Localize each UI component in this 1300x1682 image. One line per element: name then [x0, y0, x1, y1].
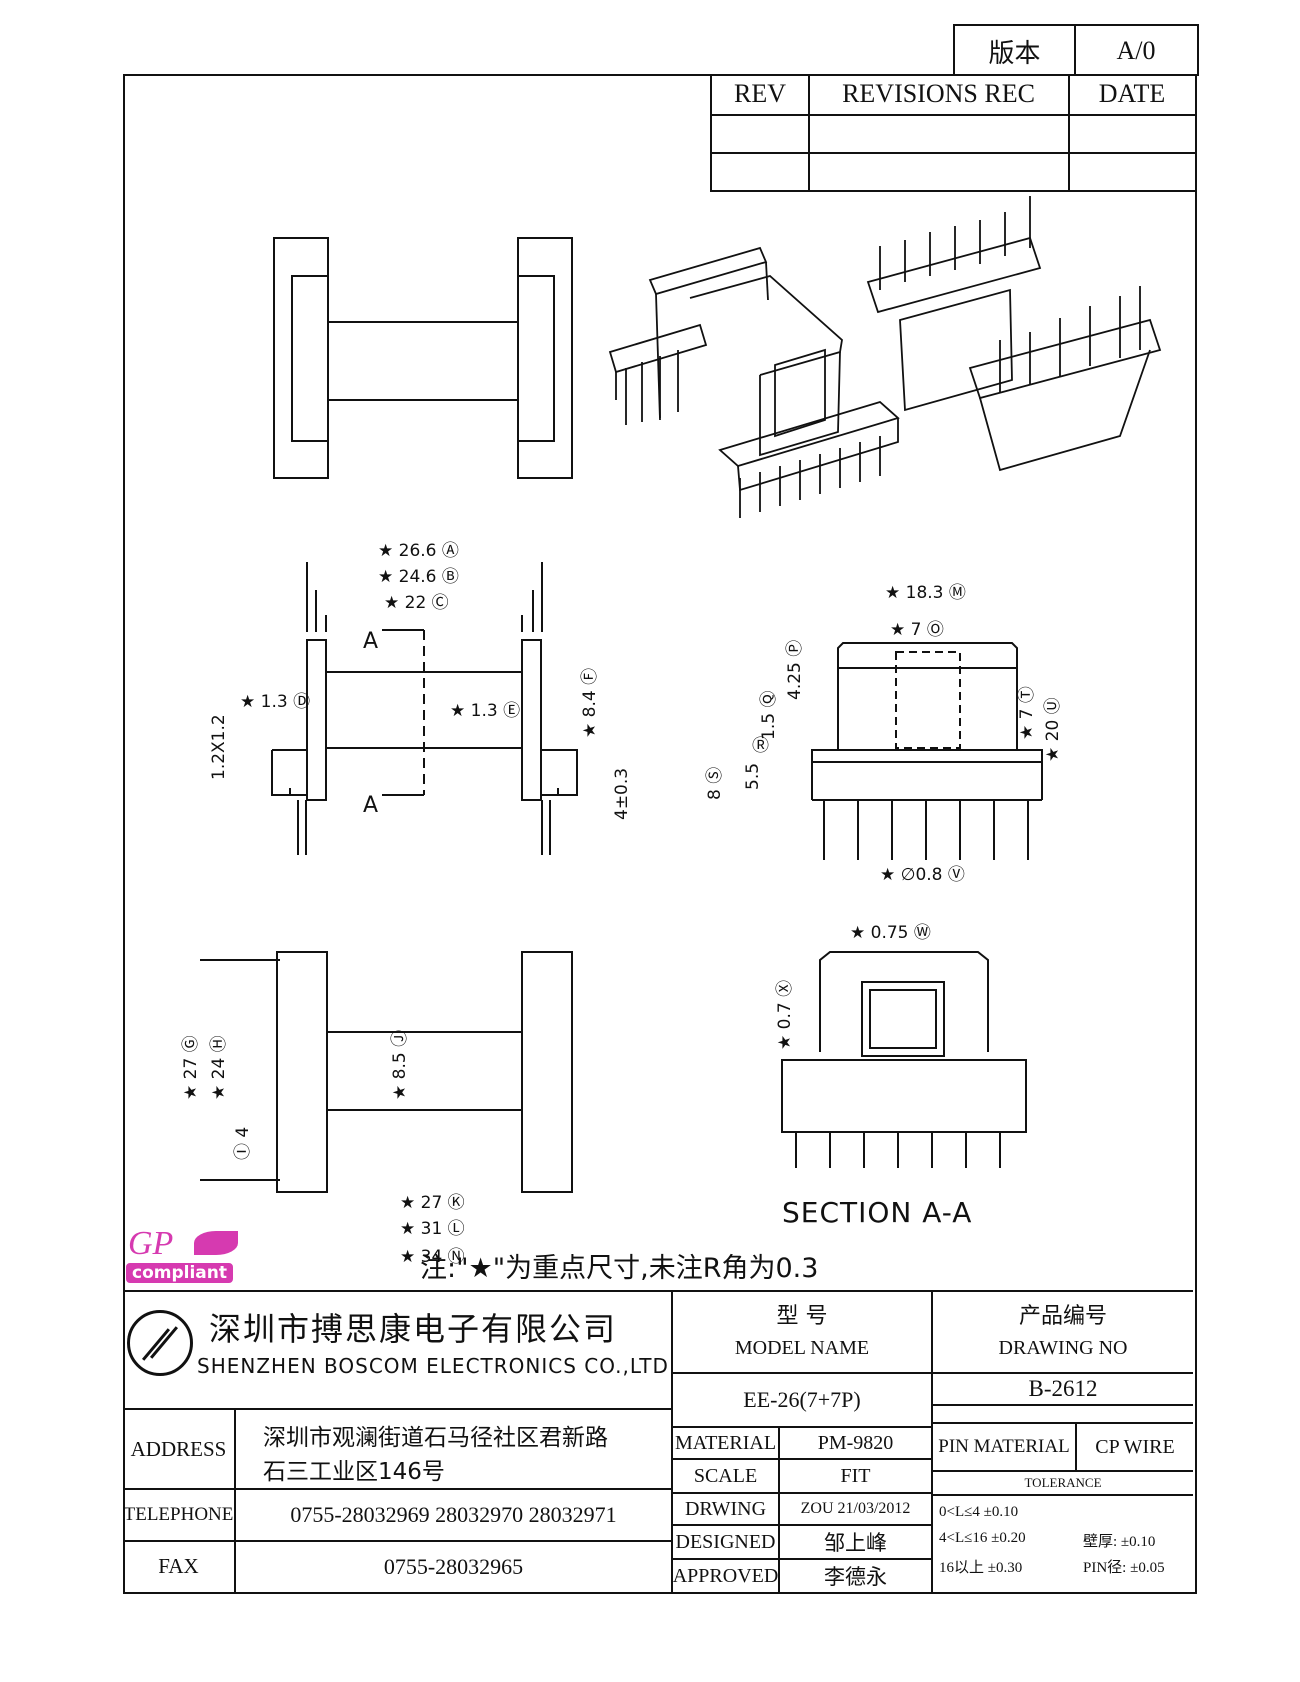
tolerance-label: TOLERANCE — [1024, 1475, 1102, 1490]
title-block: 深圳市搏思康电子有限公司 SHENZHEN BOSCOM ELECTRONICS… — [123, 1290, 1193, 1594]
fax-label: FAX — [158, 1554, 199, 1578]
dim-i: Ⓘ 4 — [233, 1127, 253, 1160]
dim-m: ★ 18.3 Ⓜ — [885, 583, 966, 603]
drawing-value: ZOU 21/03/2012 — [800, 1500, 911, 1517]
material-label: MATERIAL — [674, 1431, 777, 1454]
model-value: EE-26(7+7P) — [743, 1387, 861, 1412]
dim-r: Ⓡ — [752, 736, 769, 756]
tolerance-row-3: 16以上 ±0.30 — [939, 1560, 1023, 1576]
dim-p: 4.25 Ⓟ — [785, 640, 805, 700]
dim-a: ★ 26.6 Ⓐ — [378, 541, 459, 561]
dim-s: 8 Ⓢ — [705, 767, 725, 800]
model-label-cn: 型 号 — [776, 1304, 828, 1329]
approved-value: 李德永 — [824, 1565, 887, 1589]
isometric-view-right — [866, 196, 1162, 472]
model-label-en: MODEL NAME — [734, 1336, 870, 1359]
front-view — [271, 562, 578, 855]
dim-t: ★ 7 Ⓣ — [1017, 686, 1037, 740]
company-name-en: SHENZHEN BOSCOM ELECTRONICS CO.,LTD — [197, 1354, 669, 1378]
gp-logo-text: GP — [128, 1225, 174, 1262]
drawing-no-value: B-2612 — [1028, 1376, 1098, 1401]
dim-pin-sq: 1.2X1.2 — [209, 714, 229, 780]
section-mark-a-top: A — [363, 629, 378, 654]
fax-value: 0755-28032965 — [383, 1553, 524, 1579]
drawing-no-label-cn: 产品编号 — [1018, 1304, 1107, 1329]
dim-f: ★ 8.4 Ⓕ — [580, 668, 600, 738]
dim-q: 1.5 Ⓠ — [759, 691, 779, 740]
designed-label: DESIGNED — [675, 1530, 776, 1553]
revisions-table: REV REVISIONS REC DATE — [710, 74, 1195, 192]
drawing-note: 注:"★"为重点尺寸,未注R角为0.3 — [420, 1253, 819, 1284]
isometric-view-left — [608, 246, 900, 518]
scale-label: SCALE — [693, 1464, 758, 1487]
version-box: 版本 A/0 — [953, 24, 1199, 76]
revisions-rec-header: REVISIONS REC — [842, 79, 1035, 108]
top-view — [273, 237, 573, 479]
dim-v: ★ ∅0.8 Ⓥ — [880, 865, 965, 885]
company-name-cn: 深圳市搏思康电子有限公司 — [209, 1310, 618, 1348]
drawing-label: DRWING — [684, 1497, 767, 1520]
tolerance-pin-dia: PIN径: ±0.05 — [1083, 1560, 1165, 1576]
dim-o: ★ 7 Ⓞ — [890, 620, 944, 640]
rev-header: REV — [734, 79, 786, 108]
tolerance-row-1: 0<L≤4 ±0.10 — [939, 1504, 1019, 1520]
pin-material-value: CP WIRE — [1095, 1435, 1175, 1458]
company-logo-icon — [127, 1310, 193, 1376]
version-value: A/0 — [1116, 36, 1156, 65]
drawing-frame — [123, 74, 1197, 1594]
address-line1: 深圳市观澜街道石马径社区君新路 — [263, 1425, 608, 1451]
dim-j: ★ 8.5 Ⓙ — [390, 1030, 410, 1100]
leaf-icon — [194, 1231, 238, 1255]
section-mark-a-bottom: A — [363, 793, 378, 818]
dim-s55: 5.5 — [743, 763, 763, 790]
address-label: ADDRESS — [130, 1436, 227, 1461]
dim-b: ★ 24.6 Ⓑ — [378, 567, 459, 587]
designed-value: 邹上峰 — [824, 1531, 887, 1555]
bottom-view — [200, 951, 573, 1193]
dim-w: ★ 0.75 Ⓦ — [850, 923, 931, 943]
telephone-label: TELEPHONE — [123, 1503, 234, 1525]
gp-compliant-badge: GP compliant — [124, 1225, 264, 1289]
dim-d: ★ 1.3 Ⓓ — [240, 692, 310, 712]
dim-l: ★ 31 Ⓛ — [400, 1219, 465, 1239]
dim-c: ★ 22 Ⓒ — [384, 593, 449, 613]
section-view — [781, 951, 1027, 1168]
pin-material-label: PIN MATERIAL — [938, 1436, 1070, 1457]
telephone-value: 0755-28032969 28032970 28032971 — [290, 1501, 617, 1527]
dim-n: ★ 34 Ⓝ — [400, 1247, 465, 1267]
compliant-text: compliant — [126, 1263, 233, 1283]
dim-u: ★ 20 Ⓤ — [1043, 697, 1063, 762]
dim-h: ★ 24 Ⓗ — [209, 1035, 229, 1100]
dim-x: ★ 0.7 Ⓧ — [775, 980, 795, 1050]
approved-label: APPROVED — [672, 1564, 779, 1587]
address-line2: 石三工业区146号 — [263, 1459, 445, 1485]
technical-drawing: ★ 26.6 Ⓐ ★ 24.6 Ⓑ ★ 22 Ⓒ ★ 1.3 Ⓓ ★ 1.3 Ⓔ… — [181, 196, 1162, 1267]
dim-k: ★ 27 Ⓚ — [400, 1193, 465, 1213]
date-header: DATE — [1098, 79, 1166, 108]
tolerance-wall: 壁厚: ±0.10 — [1083, 1534, 1156, 1550]
section-label: SECTION A-A — [782, 1196, 973, 1229]
tolerance-row-2: 4<L≤16 ±0.20 — [939, 1530, 1026, 1546]
drawing-no-label-en: DRAWING NO — [998, 1336, 1128, 1359]
dim-pin-len: 4±0.3 — [612, 768, 632, 820]
dim-g: ★ 27 Ⓖ — [181, 1035, 201, 1100]
scale-value: FIT — [840, 1464, 871, 1487]
dim-e: ★ 1.3 Ⓔ — [450, 701, 520, 721]
material-value: PM-9820 — [817, 1431, 894, 1454]
side-view — [811, 642, 1043, 860]
version-label: 版本 — [988, 38, 1041, 69]
